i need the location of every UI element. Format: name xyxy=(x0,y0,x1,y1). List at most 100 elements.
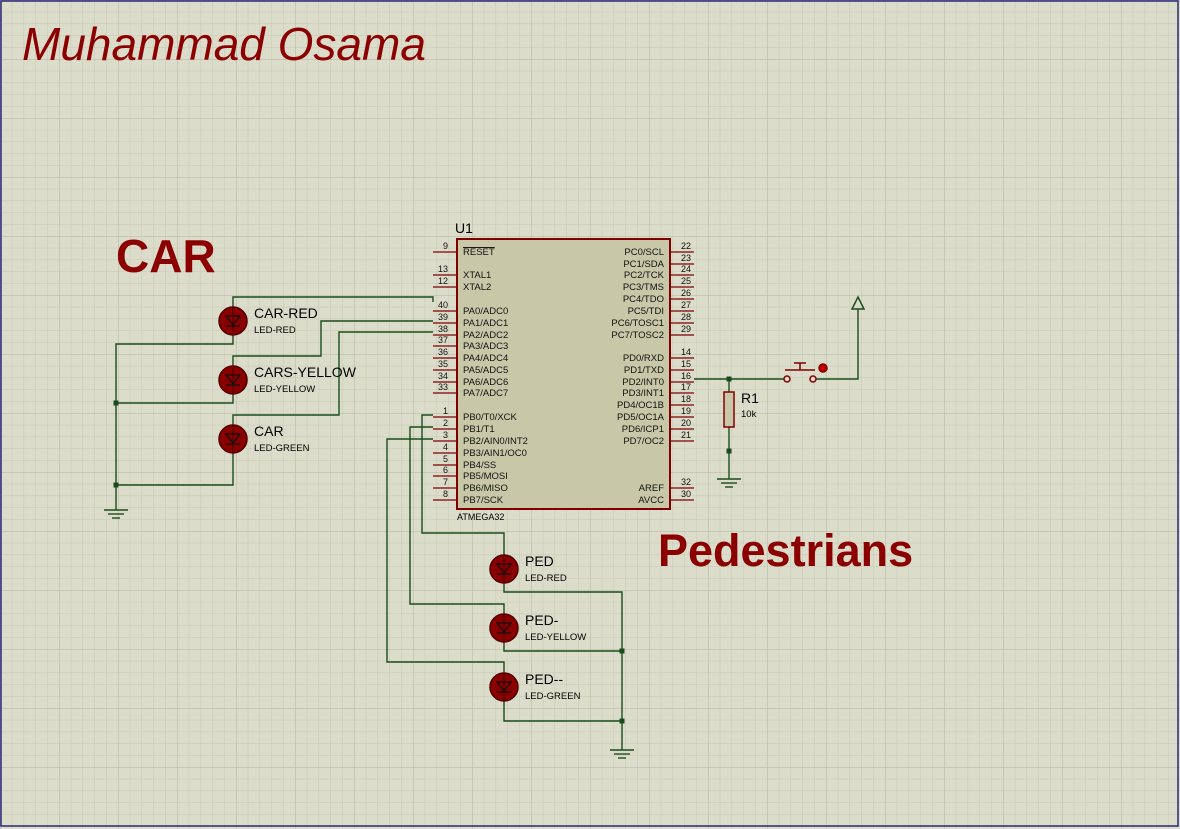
pin-name: XTAL1 xyxy=(463,270,491,281)
pin-name: PD5/OC1A xyxy=(617,412,665,423)
diode-icon xyxy=(495,563,513,575)
pin-number: 21 xyxy=(681,430,691,440)
pin-name: PC4/TDO xyxy=(623,294,664,305)
wires xyxy=(115,296,859,745)
led-led-yellow[interactable]: CARS-YELLOW LED-YELLOW xyxy=(218,364,357,396)
pin-name: PB1/T1 xyxy=(463,424,495,435)
resistor-value: 10k xyxy=(741,409,757,420)
wire-pb2-ped-green xyxy=(386,438,505,671)
pin-name: XTAL2 xyxy=(463,282,491,293)
wire-cars-yellow-gnd xyxy=(116,396,234,404)
pin-name: PD3/INT1 xyxy=(622,388,664,399)
microcontroller-u1[interactable]: U1 ATMEGA32 9RESET13XTAL112XTAL240PA0/AD… xyxy=(433,220,694,522)
led-type: LED-RED xyxy=(525,573,567,584)
led-led-green[interactable]: PED--LED-GREEN xyxy=(489,671,581,703)
wire-ped-yellow-gnd xyxy=(503,644,622,652)
led-type: LED-YELLOW xyxy=(254,384,315,395)
button-actuator-icon[interactable] xyxy=(818,363,828,373)
pin-name: PA0/ADC0 xyxy=(463,306,508,317)
led-group: CAR-RED LED-RED CARS-YELLOW LED-YELLOW CARLE… xyxy=(218,305,586,703)
pin-name: PB0/T0/XCK xyxy=(463,412,518,423)
pin-number: 37 xyxy=(438,335,448,345)
car-label: CAR xyxy=(116,230,216,282)
diode-icon xyxy=(224,433,242,445)
pin-name: AREF xyxy=(639,483,665,494)
mcu-body[interactable] xyxy=(456,238,671,510)
pin-name: PA7/ADC7 xyxy=(463,388,508,399)
pin-number: 35 xyxy=(438,359,448,369)
pin-name: PB4/SS xyxy=(463,460,496,471)
pin-number: 19 xyxy=(681,406,691,416)
led-type: LED-RED xyxy=(254,325,296,336)
pin-name: PD7/OC2 xyxy=(623,436,664,447)
wire-pa1-cars-yellow xyxy=(232,320,433,364)
wire-button-vcc xyxy=(815,309,859,380)
led-name: CAR-RED xyxy=(254,305,318,321)
led-led-yellow[interactable]: PED-LED-YELLOW xyxy=(489,612,586,644)
power-terminal xyxy=(850,295,866,310)
pin-number: 23 xyxy=(681,253,691,263)
pin-name: PA3/ADC3 xyxy=(463,341,508,352)
resistor-body[interactable] xyxy=(723,391,735,428)
pin-number: 1 xyxy=(443,406,448,416)
pin-number: 29 xyxy=(681,324,691,334)
pin-name: PA5/ADC5 xyxy=(463,365,508,376)
led-type: LED-GREEN xyxy=(254,443,310,454)
led-led-red[interactable]: CAR-RED LED-RED xyxy=(218,305,318,337)
wire-pb0-ped-red xyxy=(421,414,505,553)
pin-number: 14 xyxy=(681,347,691,357)
pin-number: 30 xyxy=(681,489,691,499)
pin-number: 38 xyxy=(438,324,448,334)
pin-name: PC7/TOSC2 xyxy=(611,330,664,341)
push-button[interactable] xyxy=(783,362,828,383)
led-name: CARS-YELLOW xyxy=(254,364,357,380)
mcu-part: ATMEGA32 xyxy=(457,512,504,522)
resistor-r1[interactable]: R1 10k xyxy=(723,390,759,428)
wire-pa0-car-red xyxy=(232,296,434,305)
wire-ped-green-gnd xyxy=(503,703,622,722)
pin-number: 18 xyxy=(681,394,691,404)
pin-number: 9 xyxy=(443,241,448,251)
